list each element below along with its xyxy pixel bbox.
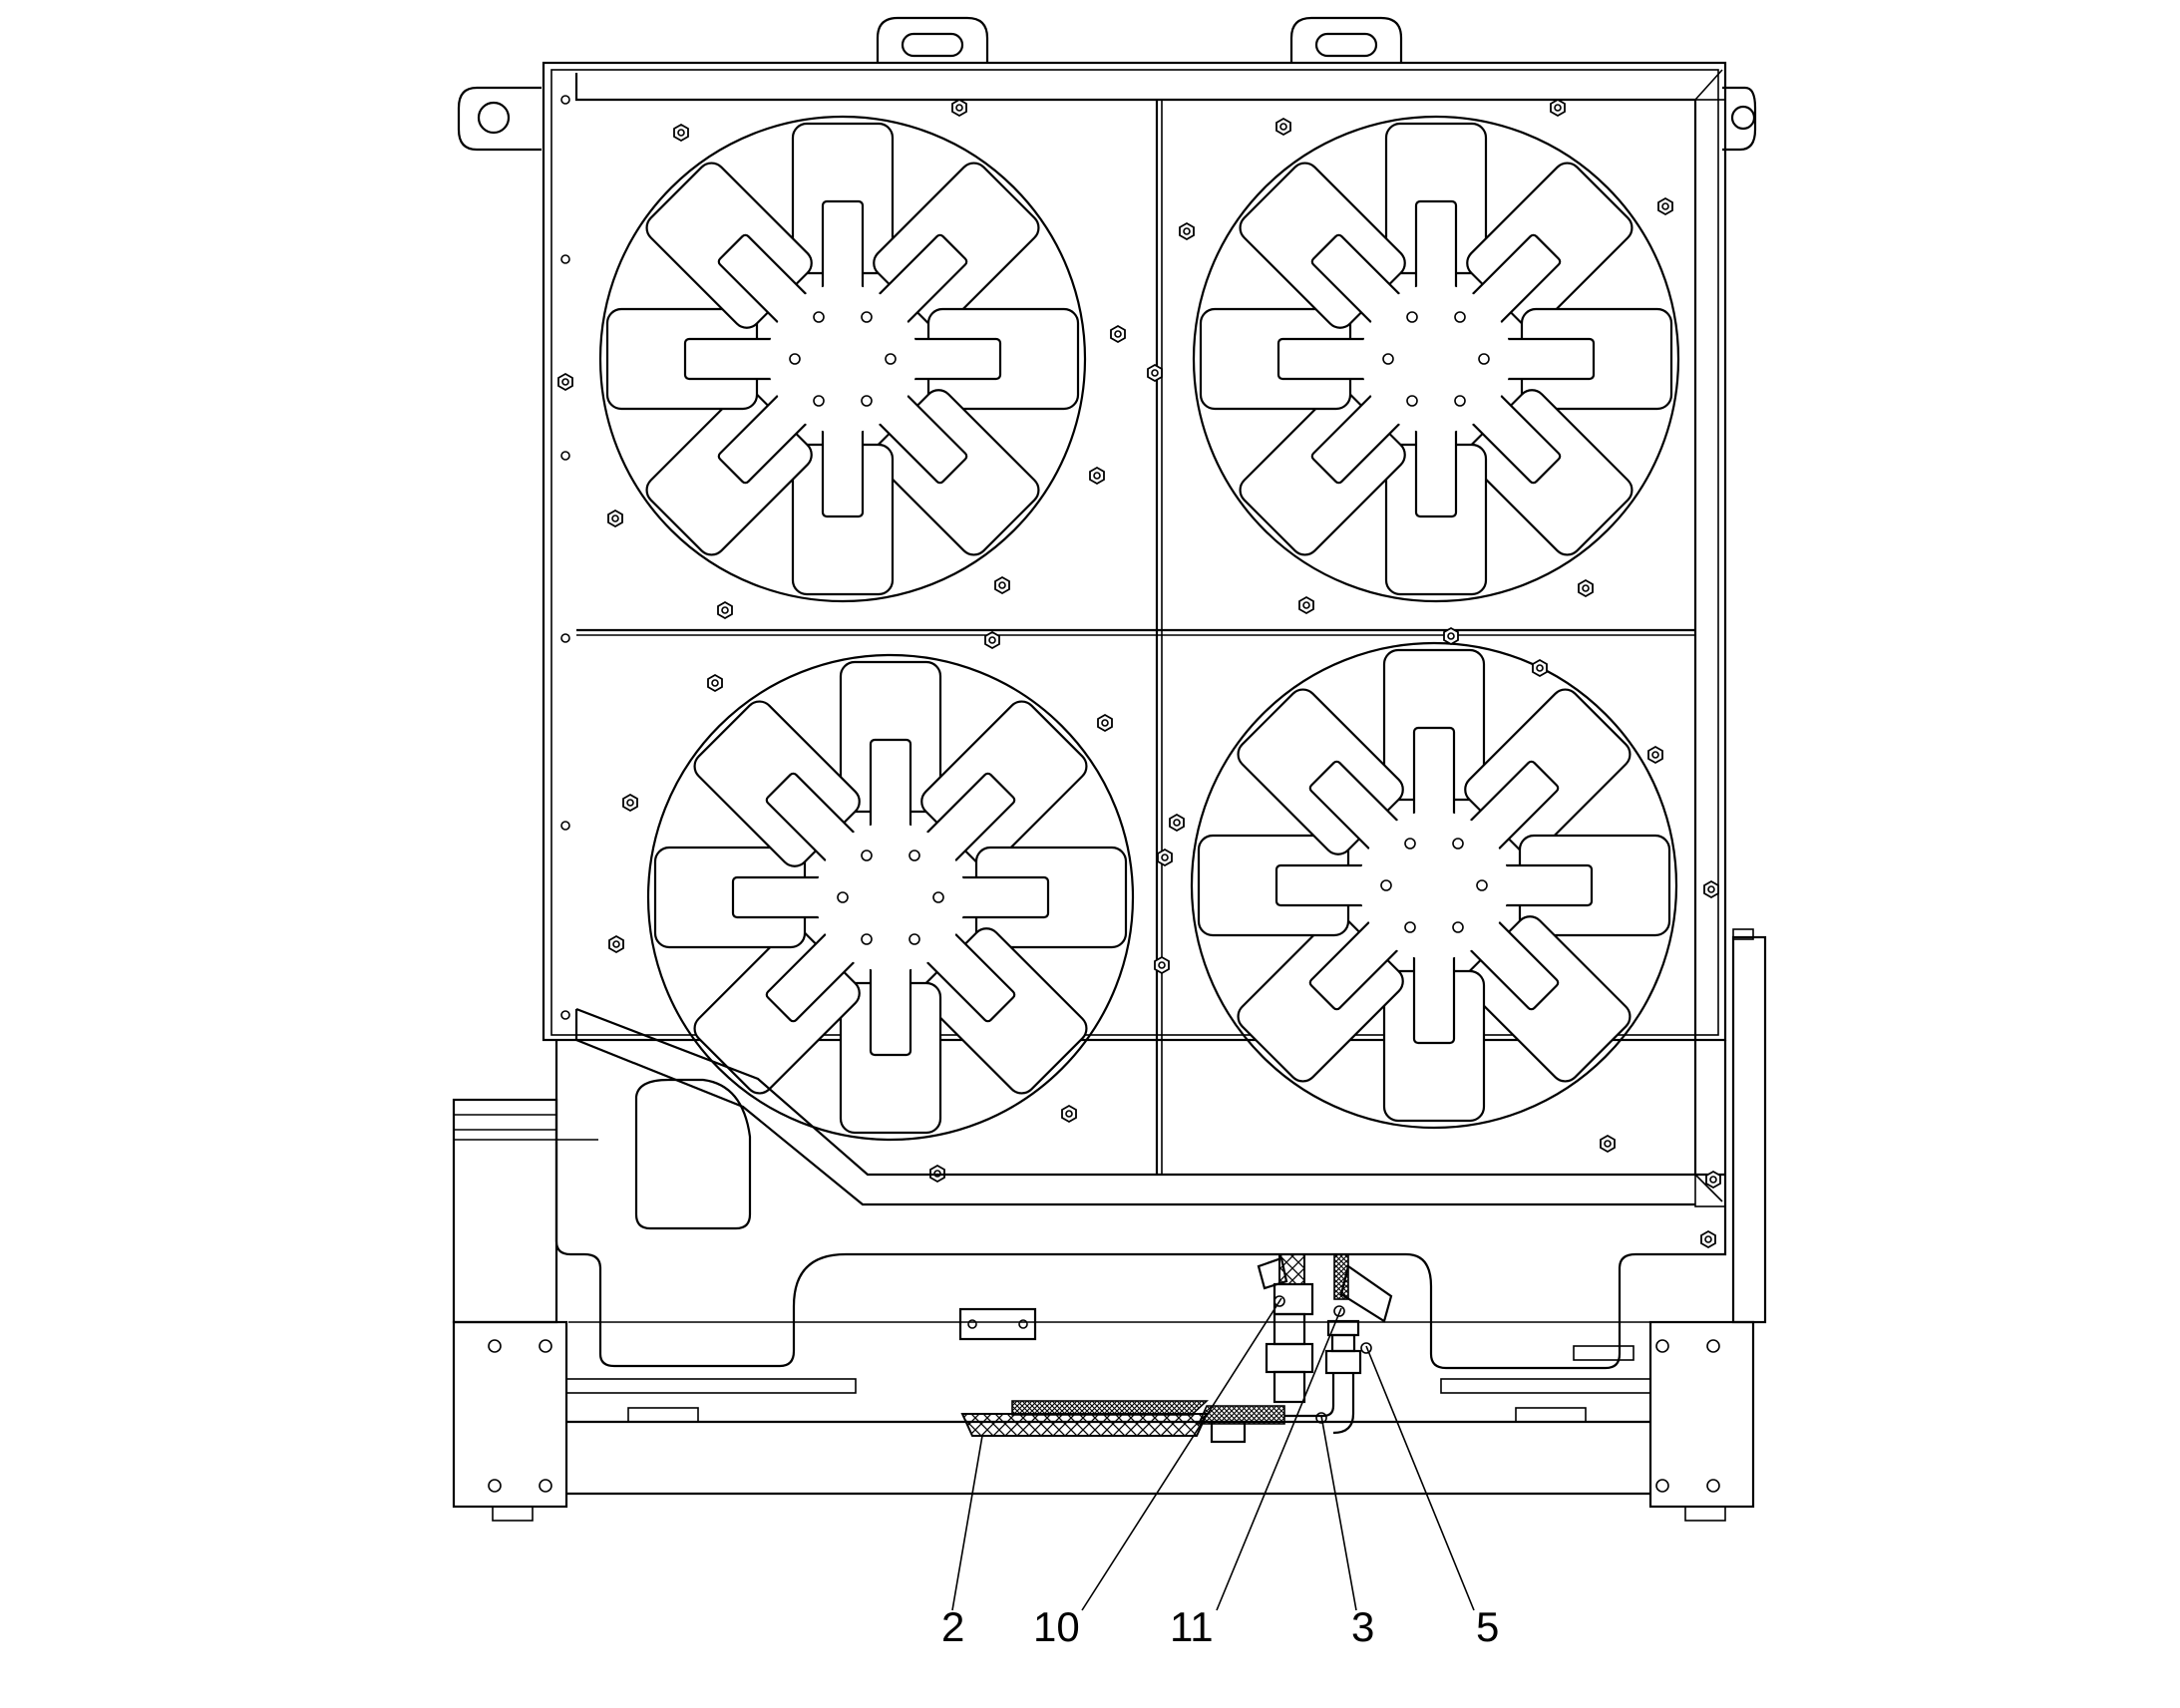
callout-10: 10 bbox=[1033, 1603, 1080, 1650]
callout-11: 11 bbox=[1170, 1603, 1214, 1650]
base-frame bbox=[452, 928, 1767, 1522]
lifting-lug bbox=[457, 16, 1757, 152]
mounting-nuts bbox=[557, 95, 1721, 1248]
callout-2: 2 bbox=[941, 1603, 964, 1650]
cooling-fan-top-left bbox=[600, 117, 1085, 601]
cooling-fan-top-right bbox=[1194, 117, 1678, 601]
callout-3: 3 bbox=[1351, 1603, 1374, 1650]
cooling-fan-bottom-left bbox=[648, 655, 1133, 1140]
cooler-frame bbox=[542, 61, 1727, 1207]
cooling-fan-bottom-right bbox=[1192, 643, 1676, 1128]
hose-and-fitting-group bbox=[960, 1253, 1393, 1444]
callout-leaders bbox=[951, 1295, 1475, 1611]
air-deflector-chute bbox=[574, 1007, 1695, 1230]
callout-5: 5 bbox=[1476, 1603, 1499, 1650]
